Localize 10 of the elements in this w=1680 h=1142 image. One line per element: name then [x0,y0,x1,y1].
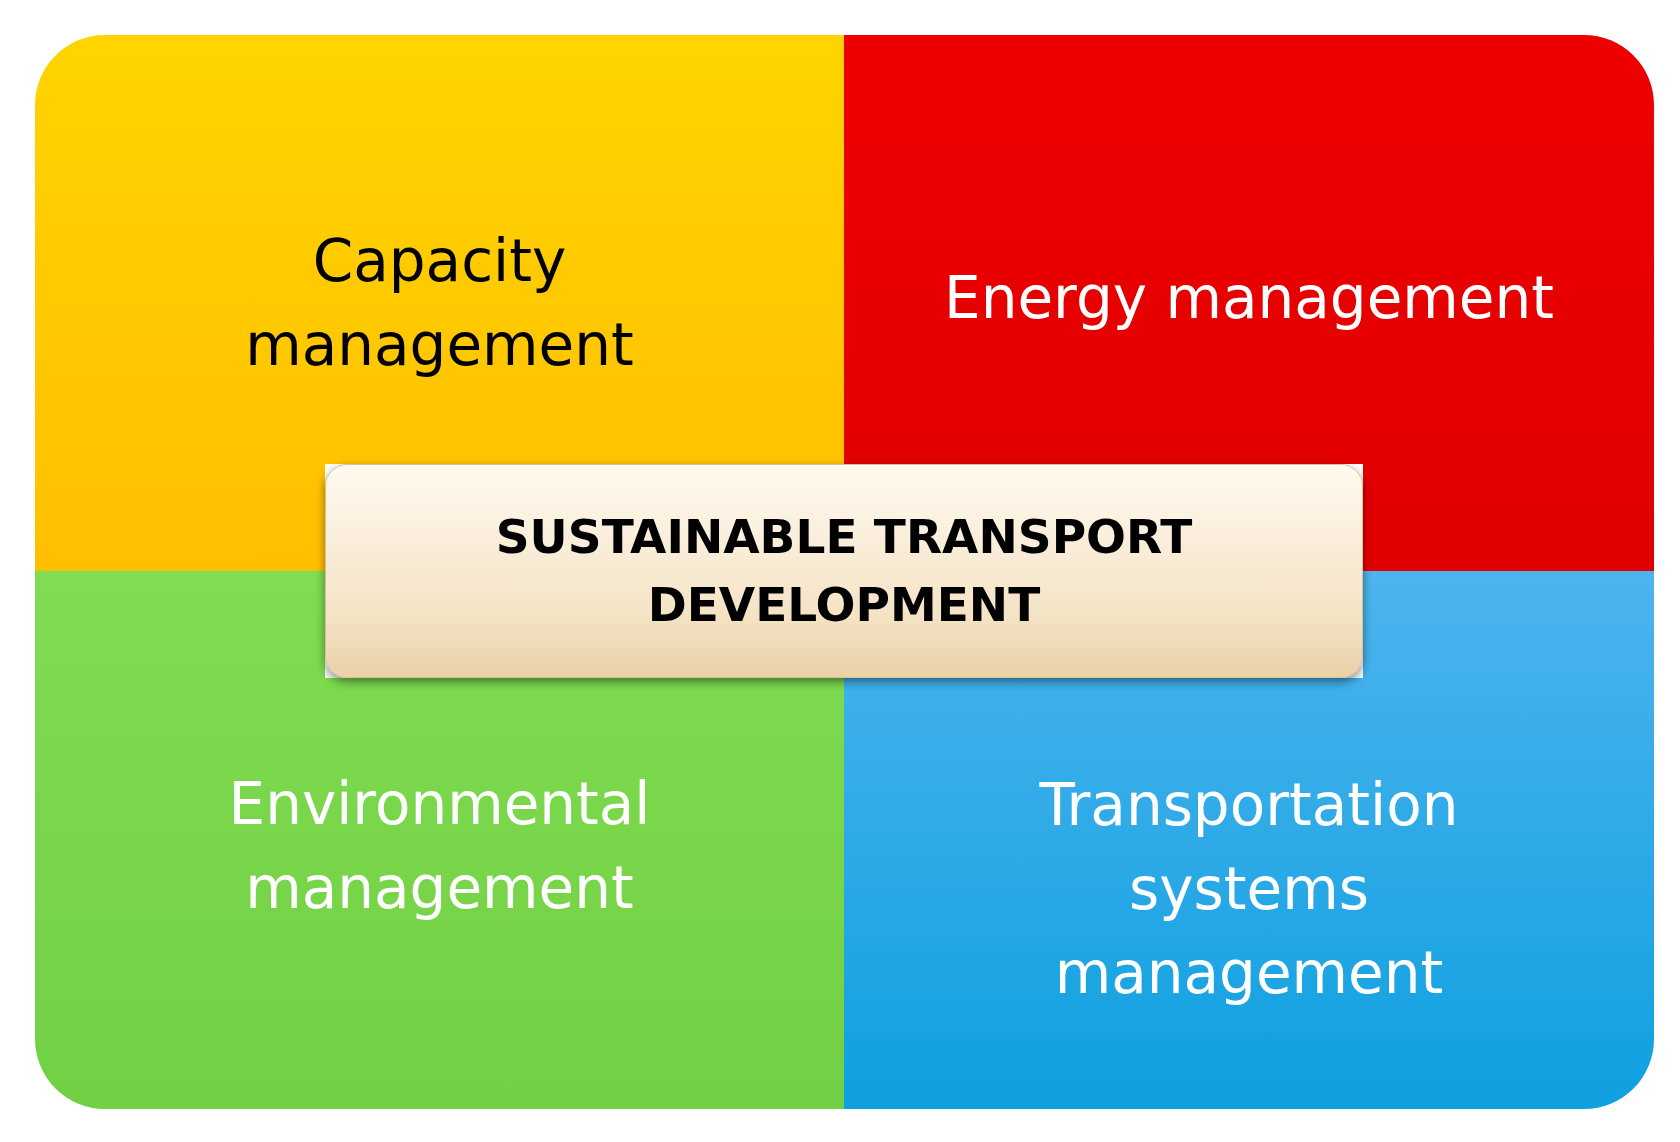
quadrant-panel [844,35,1654,464]
quadrant-panel [844,678,1654,1109]
title-text: SUSTAINABLE TRANSPORT DEVELOPMENT [494,507,1194,634]
quadrant-label: Environmental management [227,768,652,924]
title-box [325,464,1363,678]
quadrant-label: Transportation systems management [1038,769,1460,1010]
quadrant-panel [35,35,844,464]
quadrant-label: Capacity management [244,225,635,381]
quadrant-panel [35,678,844,1109]
quadrant-label: Energy management [944,262,1554,334]
